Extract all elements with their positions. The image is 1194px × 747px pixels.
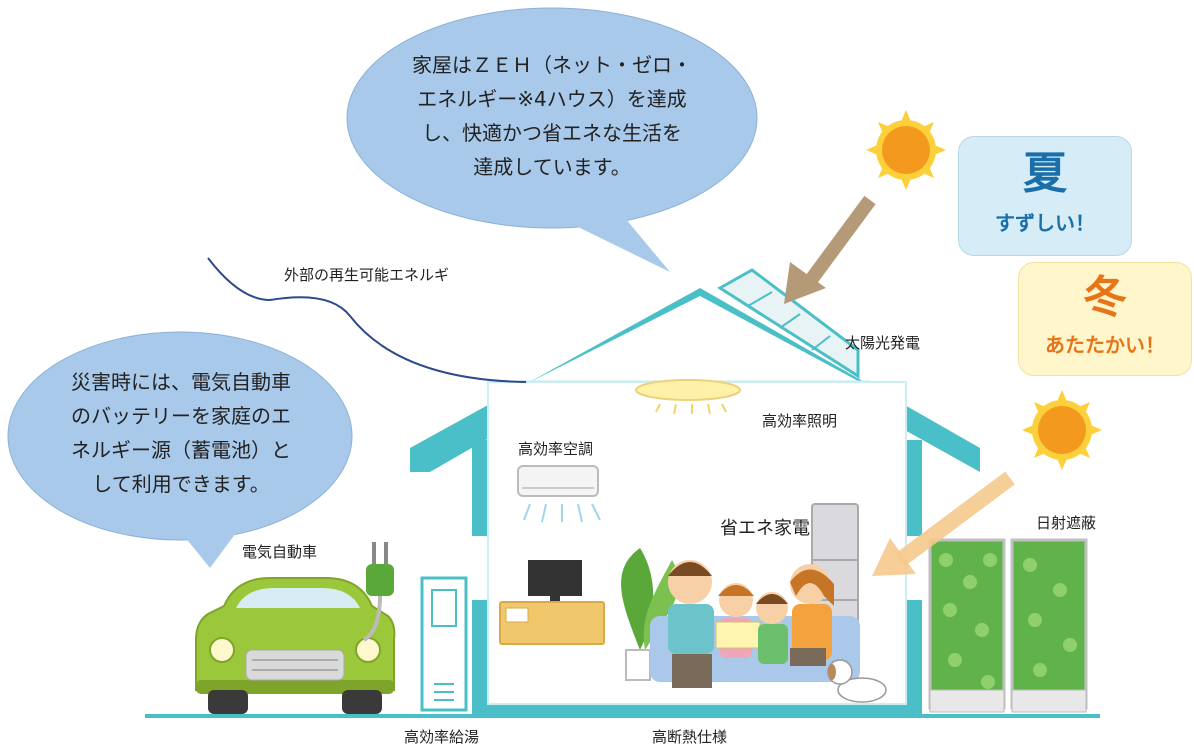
disaster-speech-bubble xyxy=(7,331,353,568)
water-heater xyxy=(420,576,468,712)
zeh-line-4: 達成しています。 xyxy=(473,155,631,179)
zeh-line-1: 家屋はＺＥＨ（ネット・ゼロ・ xyxy=(412,53,692,77)
family xyxy=(668,560,834,688)
summer-subtitle: すずしい！ xyxy=(995,211,1095,235)
green-wall xyxy=(928,538,1088,713)
aircon-label: 高効率空調 xyxy=(518,440,594,458)
television xyxy=(528,560,582,596)
summer-title: 夏 xyxy=(1023,148,1067,199)
winter-box: 冬 あたたかい！ xyxy=(1018,262,1192,376)
winter-subtitle: あたたかい！ xyxy=(1045,333,1165,357)
shading-label: 日射遮蔽 xyxy=(1036,514,1097,532)
aircon-airflow xyxy=(523,503,601,523)
disaster-line-4: して利用できます。 xyxy=(92,472,270,496)
solar-panels xyxy=(717,268,860,379)
water-heater-label: 高効率給湯 xyxy=(404,728,480,746)
ev-label: 電気自動車 xyxy=(242,543,318,561)
light-rays xyxy=(655,403,727,415)
left-wall-upper xyxy=(472,440,488,536)
external-energy-label: 外部の再生可能エネルギ xyxy=(284,266,450,284)
air-conditioner xyxy=(517,465,599,497)
zeh-line-2: エネルギー※4ハウス）を達成 xyxy=(417,87,687,111)
floor xyxy=(472,704,922,718)
solar-label: 太陽光発電 xyxy=(845,334,921,352)
electric-car xyxy=(195,577,396,714)
sunlight-arrow-summer xyxy=(784,195,876,304)
disaster-line-1: 災害時には、電気自動車 xyxy=(71,370,291,394)
left-wall-lower xyxy=(472,600,488,718)
insulation-label: 高断熱仕様 xyxy=(652,728,728,746)
disaster-bubble-text: 災害時には、電気自動車 のバッテリーを家庭のエ ネルギー源（蓄電池）と して利用… xyxy=(26,365,336,501)
sun-summer-icon xyxy=(866,110,946,190)
sunlight-arrow-winter xyxy=(872,471,1015,576)
right-wall-lower xyxy=(906,600,922,718)
disaster-line-2: のバッテリーを家庭のエ xyxy=(71,404,291,428)
lighting-label: 高効率照明 xyxy=(762,412,838,430)
zeh-speech-bubble xyxy=(346,7,758,272)
ceiling-light xyxy=(635,379,741,401)
summer-box: 夏 すずしい！ xyxy=(958,136,1132,256)
right-wall-upper xyxy=(906,440,922,536)
attic xyxy=(530,296,860,382)
winter-title: 冬 xyxy=(1083,272,1127,323)
zeh-line-3: し、快適かつ省エネな生活を xyxy=(422,121,682,145)
sun-winter-icon xyxy=(1022,390,1102,470)
charging-plug xyxy=(362,542,394,642)
disaster-line-3: ネルギー源（蓄電池）と xyxy=(71,438,291,462)
dog xyxy=(827,659,887,703)
appliances-label: 省エネ家電 xyxy=(720,518,810,539)
zeh-bubble-text: 家屋はＺＥＨ（ネット・ゼロ・ エネルギー※4ハウス）を達成 し、快適かつ省エネな… xyxy=(362,48,742,184)
external-energy-wire xyxy=(207,257,527,383)
